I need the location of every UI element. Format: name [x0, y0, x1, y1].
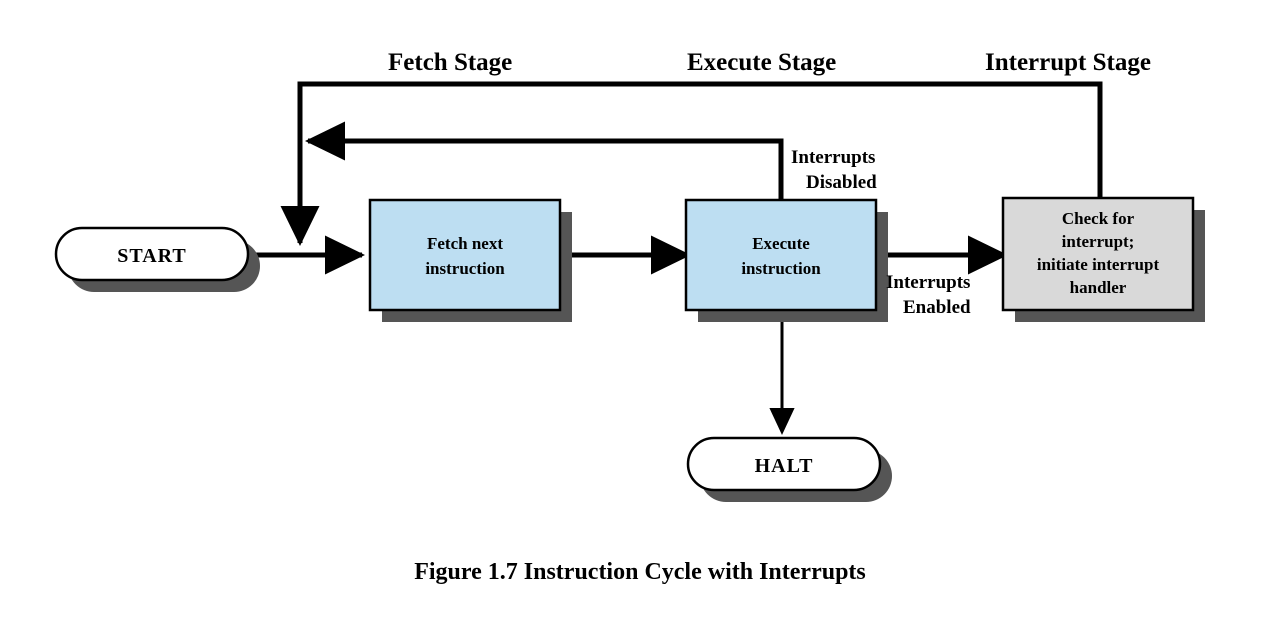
interrupts-enabled-line1: Interrupts [886, 272, 970, 293]
edge-execute-to-fetch-disabled [305, 121, 784, 200]
node-start: START [54, 226, 260, 292]
interrupt-shape [1001, 196, 1195, 312]
figure-caption: Figure 1.7 Instruction Cycle with Interr… [414, 559, 866, 585]
start-shape [54, 226, 250, 282]
fetch-label-line1: Fetch next [427, 234, 503, 253]
node-check-for-interrupt: Check for interrupt; initiate interrupt … [1001, 196, 1205, 322]
interrupt-label-line2: interrupt; [1062, 232, 1135, 251]
start-label: START [117, 245, 187, 267]
node-fetch-next-instruction: Fetch next instruction [368, 198, 572, 322]
interrupts-disabled-line1: Interrupts [791, 147, 875, 168]
stage-label-execute: Execute Stage [687, 49, 836, 76]
halt-shape [686, 436, 882, 492]
stage-label-fetch: Fetch Stage [388, 49, 512, 76]
fetch-label-line2: instruction [425, 259, 505, 278]
fetch-shape [368, 198, 562, 312]
execute-shape [684, 198, 878, 312]
interrupts-disabled-line2: Disabled [806, 172, 877, 193]
edge-label-interrupts-disabled: Interrupts Disabled [791, 147, 877, 193]
edge-label-interrupts-enabled: Interrupts Enabled [886, 272, 971, 318]
interrupt-label-line1: Check for [1062, 209, 1135, 228]
interrupts-enabled-line2: Enabled [903, 297, 971, 318]
stage-label-interrupt: Interrupt Stage [985, 49, 1151, 76]
interrupt-label-line3: initiate interrupt [1037, 255, 1160, 274]
node-halt: HALT [686, 436, 892, 502]
halt-label: HALT [755, 455, 814, 477]
execute-label-line1: Execute [752, 234, 810, 253]
execute-label-line2: instruction [741, 259, 821, 278]
interrupt-label-line4: handler [1070, 278, 1127, 297]
edge-interrupt-to-fetch [280, 81, 1103, 246]
node-execute-instruction: Execute instruction [684, 198, 888, 322]
